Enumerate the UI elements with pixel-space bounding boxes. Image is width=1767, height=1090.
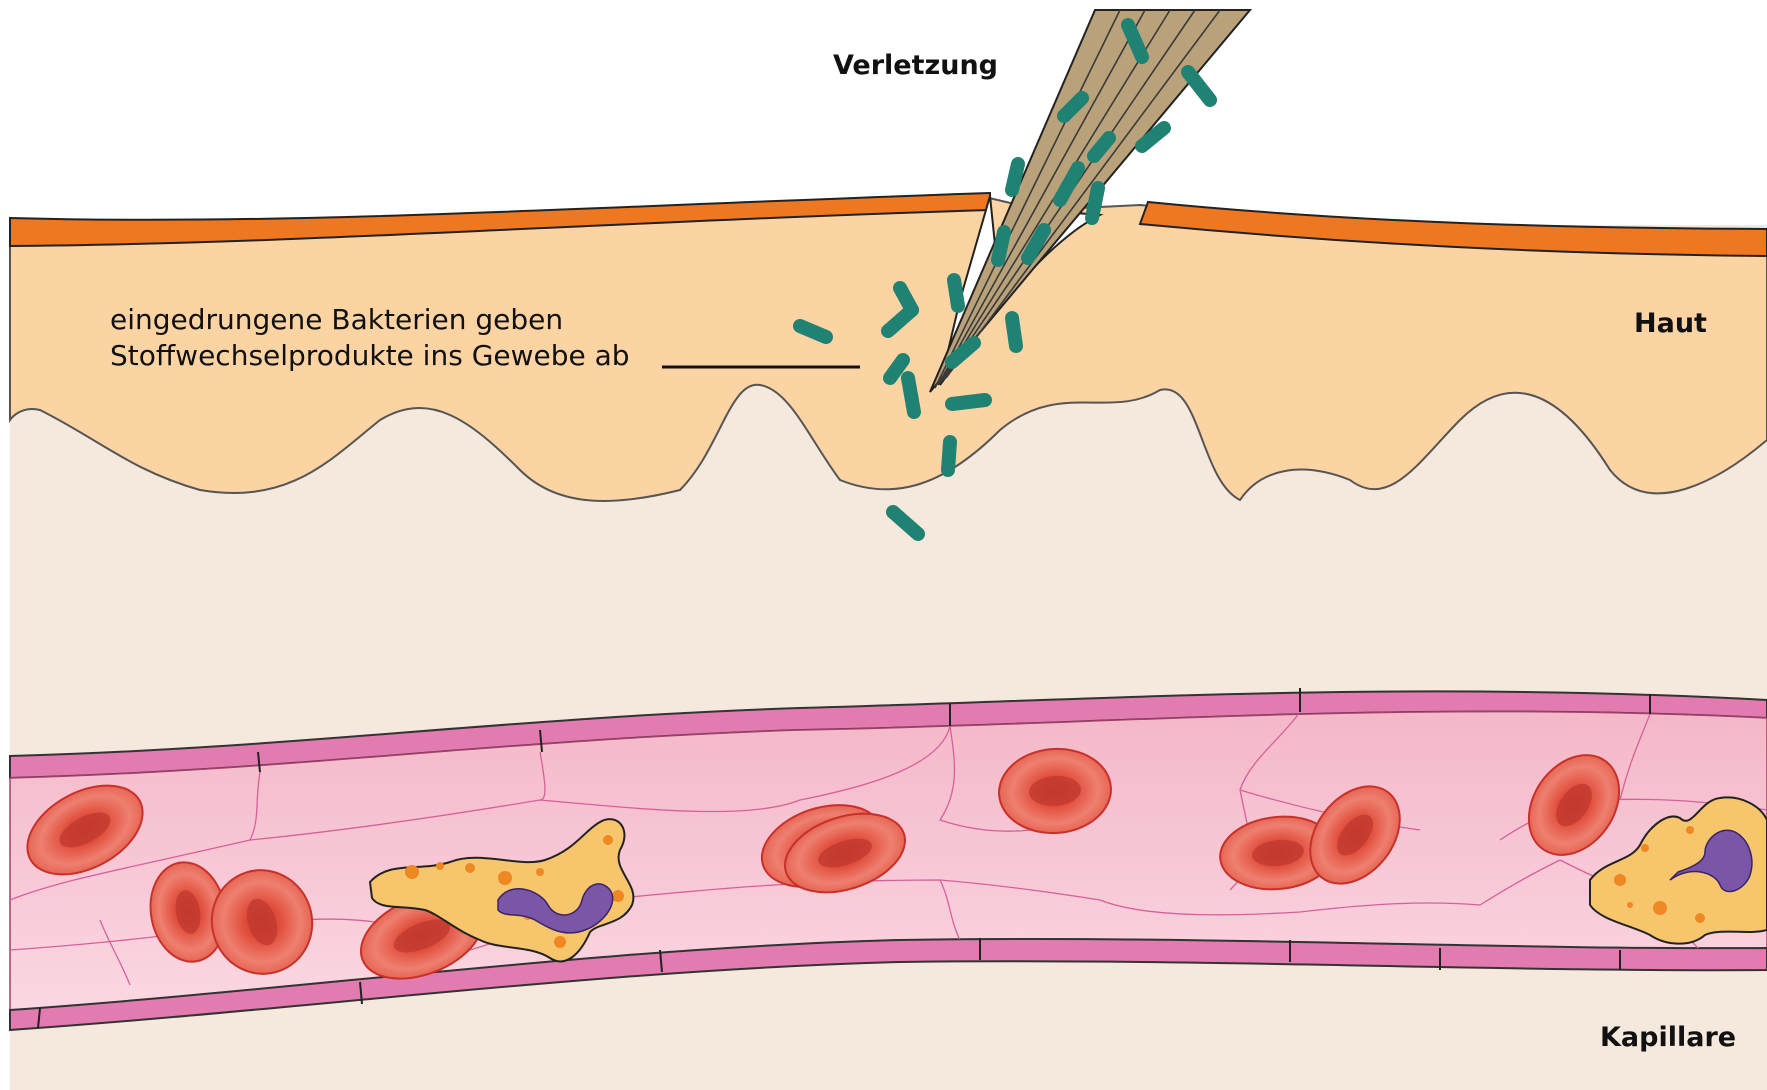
bacteria-annotation: eingedrungene Bakterien geben Stoffwechs… bbox=[110, 302, 630, 374]
bacterium-icon bbox=[998, 232, 1004, 260]
bacterium-icon bbox=[908, 378, 914, 412]
skin-label: Haut bbox=[1634, 308, 1707, 339]
bacterium-icon bbox=[952, 400, 985, 404]
bacterium-icon bbox=[948, 442, 950, 470]
injury-label: Verletzung bbox=[833, 50, 998, 81]
bacterium-icon bbox=[1092, 188, 1098, 218]
bacteria-annotation-line2: Stoffwechselprodukte ins Gewebe ab bbox=[110, 338, 630, 374]
bacterium-icon bbox=[1012, 164, 1018, 190]
bacterium-icon bbox=[954, 280, 958, 306]
capillary-label: Kapillare bbox=[1600, 1022, 1736, 1053]
bacterium-icon bbox=[1012, 318, 1016, 346]
bacteria-annotation-line1: eingedrungene Bakterien geben bbox=[110, 302, 630, 338]
